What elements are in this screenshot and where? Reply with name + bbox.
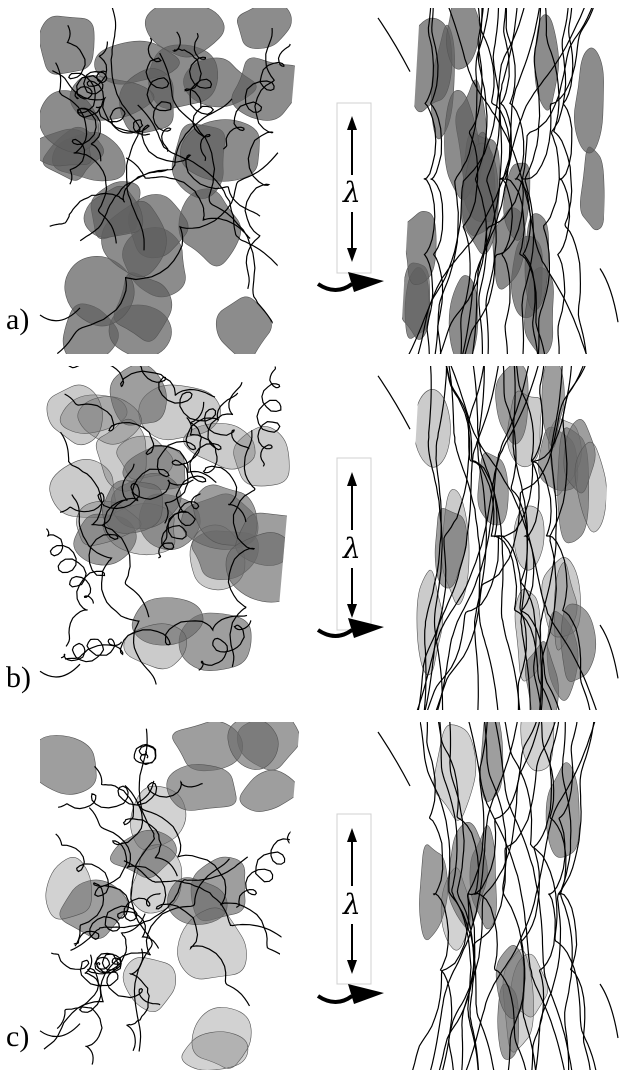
- lambda-symbol: λ: [342, 888, 361, 921]
- panel-a-drawing: λ: [0, 0, 621, 358]
- domain-blob: [414, 389, 450, 467]
- domain-blob: [123, 957, 176, 1011]
- transition-arrow: [318, 630, 352, 636]
- domain-blob: [446, 0, 479, 69]
- polymer-chain: [236, 826, 298, 908]
- polymer-chain-end: [378, 376, 410, 429]
- polymer-chain-end: [378, 18, 410, 72]
- up-arrow-head: [347, 116, 357, 130]
- unstretched-network: [46, 360, 306, 684]
- transition-arrow-head: [348, 618, 384, 638]
- domain-blob: [507, 391, 541, 467]
- domain-blob: [580, 147, 604, 230]
- stretch-indicator: λ: [318, 814, 384, 1004]
- polymer-chain-end: [378, 732, 410, 786]
- down-arrow-head: [347, 960, 357, 974]
- domain-blob: [30, 735, 96, 794]
- stretched-network: [408, 714, 600, 1074]
- domain-blob: [240, 770, 299, 811]
- panel-b-drawing: λ: [0, 358, 621, 714]
- panel-label-b: b): [6, 663, 31, 693]
- domain-blob: [167, 764, 237, 810]
- domain-blob: [216, 297, 271, 358]
- lambda-symbol: λ: [342, 532, 361, 565]
- polymer-chain-end: [40, 664, 80, 677]
- panel-c: λ c): [0, 714, 621, 1074]
- domain-blob: [574, 48, 603, 153]
- polymer-chain: [475, 358, 487, 714]
- transition-arrow-head: [348, 984, 384, 1004]
- domain-blob: [39, 16, 94, 74]
- polymer-chain-end: [600, 269, 618, 323]
- stretch-indicator: λ: [318, 458, 384, 638]
- panel-label-a: a): [6, 305, 29, 335]
- panel-b: λ b): [0, 358, 621, 714]
- domain-blob: [237, 0, 291, 49]
- unstretched-network: [34, 0, 302, 358]
- domain-blob: [182, 1032, 248, 1071]
- lambda-symbol: λ: [342, 176, 361, 209]
- domain-blob: [47, 385, 103, 445]
- polymer-chain-end: [600, 625, 618, 678]
- panel-label-c: c): [6, 1022, 29, 1052]
- domain-blob: [481, 714, 503, 802]
- panel-a: λ a): [0, 0, 621, 358]
- domain-blob: [46, 857, 92, 919]
- panel-c-drawing: λ: [0, 714, 621, 1074]
- up-arrow-head: [347, 828, 357, 842]
- transition-arrow-head: [348, 272, 384, 292]
- up-arrow-head: [347, 472, 357, 486]
- stretched-network: [412, 358, 606, 714]
- down-arrow-head: [347, 604, 357, 618]
- stretched-network: [401, 0, 605, 358]
- unstretched-network: [30, 714, 300, 1070]
- stretch-indicator: λ: [318, 103, 384, 292]
- down-arrow-head: [347, 248, 357, 262]
- polymer-chain-end: [600, 984, 618, 1038]
- transition-arrow: [318, 284, 352, 290]
- transition-arrow: [318, 996, 352, 1002]
